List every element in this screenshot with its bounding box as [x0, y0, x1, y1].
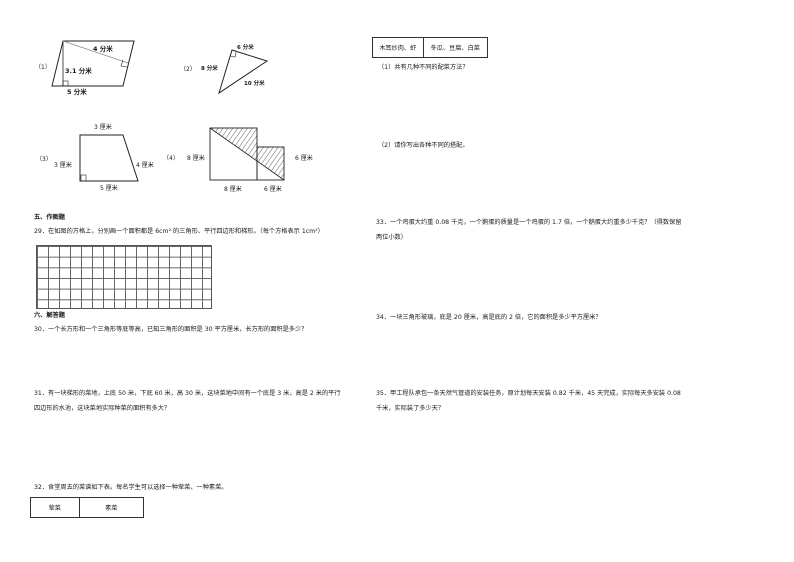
- question-34: 34．一块三角形玻璃，底是 20 厘米，高是底的 2 倍，它的面积是多少平方厘米…: [376, 314, 602, 321]
- figure-2-index: （2）: [180, 66, 196, 73]
- question-30: 30．一个长方形和一个三角形等底等高，已知三角形的面积是 30 平方厘米，长方形…: [34, 326, 308, 333]
- menu-table-header: 荤菜 素菜: [30, 497, 145, 518]
- question-32-sub-1: （1）共有几种不同的配菜方法？: [378, 64, 469, 71]
- question-29: 29．在如图的方格上，分别画一个面积都是 6cm² 的三角形、平行四边形和梯形。…: [34, 228, 324, 235]
- figure-2-label-hyp: 10 分米: [244, 81, 265, 87]
- figure-4-label-bottom-right: 6 厘米: [264, 186, 282, 193]
- menu-cell-meat: 木耳炒肉、虾: [372, 37, 424, 58]
- question-35-line-2: 千米，实际装了多少天？: [376, 405, 445, 412]
- question-31-line-1: 31．有一块梯形的菜地，上底 50 米，下底 60 米，高 30 米，这块菜地中…: [34, 390, 341, 397]
- menu-table-row: 木耳炒肉、虾 冬瓜、豆腐、白菜: [372, 37, 489, 58]
- figure-4-label-bottom-left: 8 厘米: [224, 186, 242, 193]
- question-31-line-2: 四边形的水池，这块菜地实际种菜的面积有多大？: [34, 405, 171, 412]
- figure-3-label-right: 4 厘米: [136, 162, 154, 169]
- menu-header-meat: 荤菜: [30, 497, 80, 518]
- question-32-sub-2: （2）请你写出各种不同的搭配。: [378, 142, 469, 149]
- drawing-grid[interactable]: [36, 245, 212, 309]
- figure-3-label-bottom: 5 厘米: [100, 185, 118, 192]
- section-5-title: 五、作图题: [34, 214, 65, 221]
- figure-4-label-left: 8 厘米: [187, 155, 205, 162]
- question-35-line-1: 35．甲工程队承包一条天然气管道的安装任务，原计划每天安装 0.82 千米，45…: [376, 390, 681, 397]
- figure-1-index: （1）: [35, 64, 51, 71]
- figure-4-index: （4）: [163, 155, 179, 162]
- menu-header-veg: 素菜: [78, 497, 145, 518]
- figure-1-label-base: 5 分米: [67, 88, 87, 96]
- figure-3-index: （3）: [36, 156, 52, 163]
- figure-3-label-top: 3 厘米: [94, 124, 112, 131]
- question-33-line-1: 33．一个鸡蛋大约重 0.08 千克，一个鹅蛋的质量是一个鸡蛋的 1.7 倍，一…: [376, 219, 682, 226]
- figure-3-label-left: 3 厘米: [54, 162, 72, 169]
- figure-4-label-right: 6 厘米: [295, 155, 313, 162]
- menu-cell-veg: 冬瓜、豆腐、白菜: [422, 37, 489, 58]
- figure-2-label-left: 8 分米: [201, 66, 218, 72]
- figure-2-label-top: 6 分米: [237, 45, 254, 51]
- question-32: 32．食堂周五的菜谱如下表。每名学生可以选择一种荤菜、一种素菜。: [34, 484, 228, 491]
- question-33-line-2: 两位小数）: [376, 234, 407, 241]
- section-6-title: 六、解答题: [34, 312, 65, 319]
- figure-1-label-top: 4 分米: [93, 45, 113, 53]
- figure-1-label-height: 3.1 分米: [65, 67, 92, 75]
